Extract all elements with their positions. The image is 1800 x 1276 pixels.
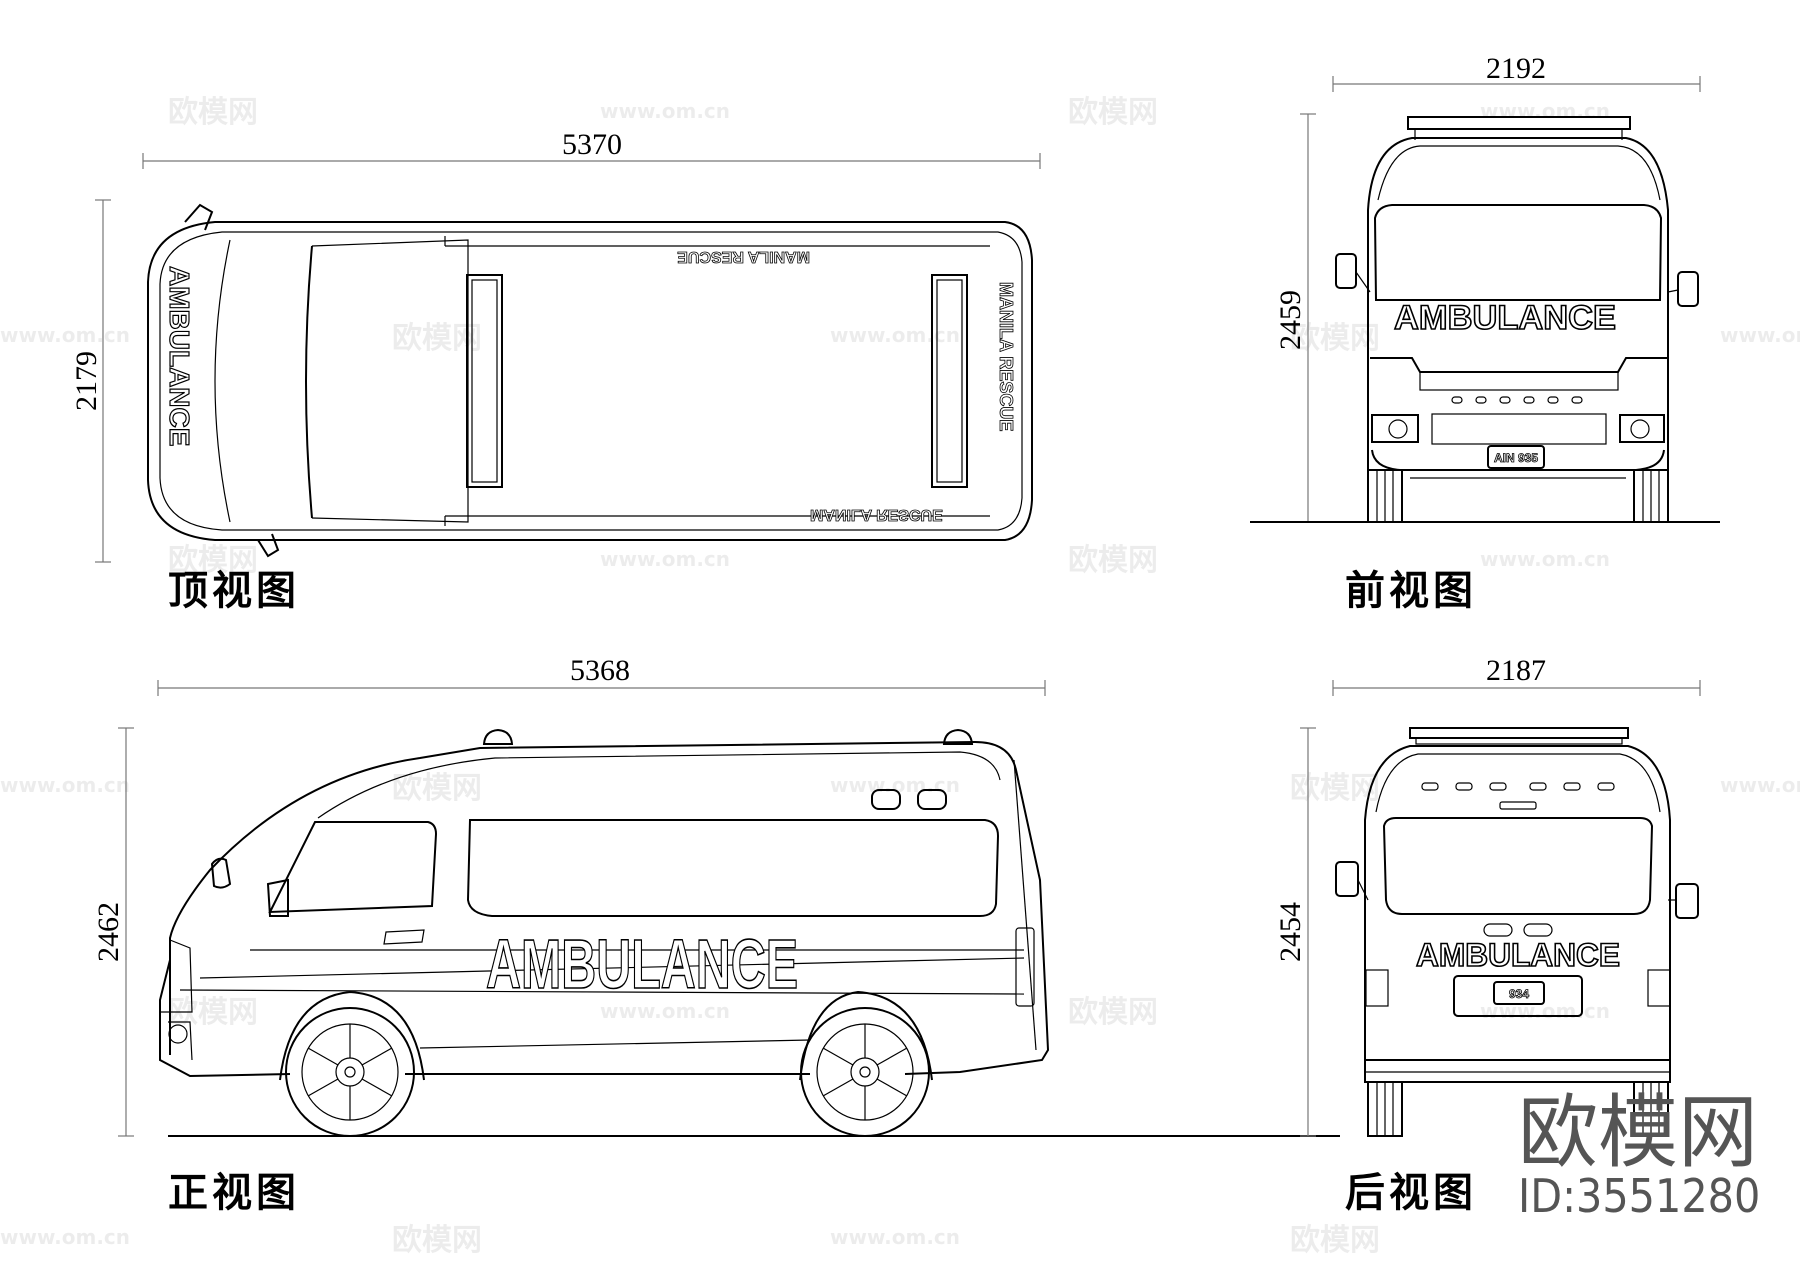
watermark-logo: 欧模网 <box>168 543 258 578</box>
side-view-caption: 正视图 <box>168 1169 300 1216</box>
front-view-caption: 前视图 <box>1345 567 1477 614</box>
watermark-url: www.om.cn <box>0 1225 130 1249</box>
watermark-url: www.om.cn <box>1480 547 1610 571</box>
top-side-text-right: MANILA RESCUE <box>810 506 943 523</box>
brand-block: 欧模网 ID:3551280 <box>1518 1086 1760 1223</box>
side-ambulance-text: AMBULANCE <box>486 925 798 1003</box>
watermark-logo: 欧模网 <box>392 1223 482 1258</box>
top-length-dimension: 5370 <box>142 128 1041 169</box>
rear-window <box>1382 817 1654 915</box>
watermark-url: www.om.cn <box>830 773 960 797</box>
watermark-url: www.om.cn <box>1480 99 1610 123</box>
top-hood-text: AMBULANCE <box>164 266 195 446</box>
front-license-plate <box>1487 445 1545 469</box>
watermark-url: www.om.cn <box>0 773 130 797</box>
front-ambulance-text: AMBULANCE <box>1394 299 1616 337</box>
front-width-label: 2192 <box>1486 52 1546 85</box>
rear-view-caption: 后视图 <box>1345 1169 1477 1216</box>
side-rear-window <box>466 819 1000 917</box>
rear-license-plate <box>1493 981 1545 1005</box>
watermark-url: www.om.cn <box>600 99 730 123</box>
front-plate-text: AIN 935 <box>1494 451 1538 465</box>
watermark-logo: 欧模网 <box>392 771 482 806</box>
front-height-dimension: 2459 <box>1274 113 1316 523</box>
side-height-label: 2462 <box>92 902 125 962</box>
watermark-url: www.om.cn <box>1720 323 1800 347</box>
side-length-label: 5368 <box>570 654 630 687</box>
rear-view: 2187 2454 <box>1274 654 1701 1216</box>
watermark-url: www.om.cn <box>600 999 730 1023</box>
top-view-caption: 顶视图 <box>168 567 300 614</box>
top-view: 5370 2179 AMBULANCE MANILA RESCUE <box>70 128 1041 614</box>
top-length-label: 5370 <box>562 128 622 161</box>
front-marker-lights <box>1451 396 1583 404</box>
rear-marker-lights <box>1421 782 1615 810</box>
front-light-bar <box>466 274 503 488</box>
side-front-window <box>268 821 438 914</box>
top-rear-text: MANILA RESCUE <box>996 282 1016 431</box>
watermark-logo: 欧模网 <box>168 95 258 130</box>
side-rear-wheel <box>799 990 933 1137</box>
brand-logo: 欧模网 <box>1518 1086 1758 1179</box>
watermark-url: www.om.cn <box>1480 999 1610 1023</box>
rear-width-dimension: 2187 <box>1332 654 1701 696</box>
watermark-url: www.om.cn <box>830 323 960 347</box>
side-view: 5368 2462 <box>92 654 1340 1216</box>
top-width-label: 2179 <box>70 351 103 411</box>
side-length-dimension: 5368 <box>157 654 1046 696</box>
top-width-dimension: 2179 <box>70 199 111 563</box>
side-height-dimension: 2462 <box>92 727 134 1137</box>
rear-ambulance-text: AMBULANCE <box>1416 937 1620 973</box>
front-height-label: 2459 <box>1274 290 1307 350</box>
watermark-url: www.om.cn <box>600 547 730 571</box>
rear-plate-text: 934 <box>1509 987 1529 1001</box>
rear-height-dimension: 2454 <box>1274 727 1316 1137</box>
front-width-dimension: 2192 <box>1332 52 1701 92</box>
brand-id: ID:3551280 <box>1518 1169 1760 1223</box>
watermark-url: www.om.cn <box>830 1225 960 1249</box>
watermark-logo: 欧模网 <box>1290 321 1380 356</box>
front-view: 2192 2459 AMBULANCE <box>1250 52 1720 614</box>
watermark-url: www.om.cn <box>1720 773 1800 797</box>
side-front-wheel <box>279 990 425 1137</box>
watermark-logo: 欧模网 <box>1068 543 1158 578</box>
top-side-text-left: MANILA RESCUE <box>677 248 810 265</box>
watermark-url: www.om.cn <box>0 323 130 347</box>
rear-height-label: 2454 <box>1274 902 1307 962</box>
rear-width-label: 2187 <box>1486 654 1546 687</box>
watermarks: 欧模网 www.om.cn 欧模网 www.om.cn www.om.cn 欧模… <box>0 95 1800 1258</box>
watermark-logo: 欧模网 <box>1290 1223 1380 1258</box>
watermark-logo: 欧模网 <box>1290 771 1380 806</box>
rear-light-bar <box>931 274 968 488</box>
watermark-logo: 欧模网 <box>1068 995 1158 1030</box>
watermark-logo: 欧模网 <box>1068 95 1158 130</box>
